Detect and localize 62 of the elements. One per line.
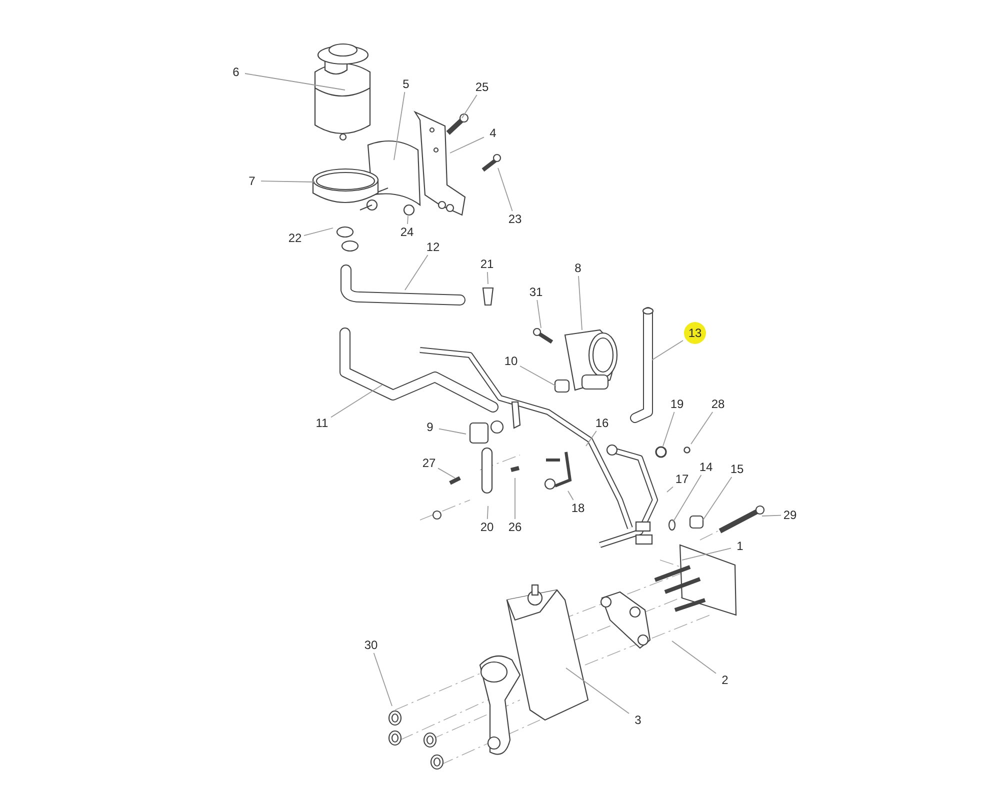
callout-number: 5 <box>400 76 412 92</box>
leader-line <box>568 490 574 500</box>
callout-number: 26 <box>506 519 524 535</box>
callout-number: 6 <box>230 64 242 80</box>
leader-line <box>652 340 684 360</box>
callout-number: 19 <box>668 396 686 412</box>
leader-line <box>404 254 428 290</box>
callout-number: 25 <box>473 79 491 95</box>
callout-number: 27 <box>420 455 438 471</box>
callout-number: 15 <box>728 461 746 477</box>
callout-number: 9 <box>424 419 436 435</box>
leader-line <box>690 412 714 444</box>
leader-line <box>672 474 702 522</box>
callout-number: 12 <box>424 239 442 255</box>
leader-line <box>520 366 556 386</box>
leader-line <box>438 468 456 478</box>
leader-line <box>514 478 516 520</box>
leader-line <box>536 300 542 328</box>
leader-line <box>450 136 484 154</box>
leader-line <box>407 216 408 224</box>
callout-number: 30 <box>362 637 380 653</box>
leader-line <box>682 548 732 560</box>
leader-line <box>394 92 406 160</box>
leader-line <box>666 486 674 492</box>
leader-line <box>260 180 316 182</box>
leader-line <box>244 73 346 90</box>
callout-number: 23 <box>506 211 524 227</box>
callout-number: 14 <box>697 459 715 475</box>
leader-line <box>498 168 513 212</box>
leader-line <box>672 640 716 674</box>
callout-number: 2 <box>720 672 730 688</box>
callout-number: 22 <box>286 230 304 246</box>
callout-number: 8 <box>572 260 584 276</box>
callout-number: 20 <box>478 519 496 535</box>
callout-number: 10 <box>502 353 520 369</box>
leader-line <box>578 276 582 330</box>
callout-number: 3 <box>632 712 644 728</box>
callout-number: 31 <box>527 284 545 300</box>
leader-line <box>586 430 597 446</box>
leader-line <box>330 384 382 418</box>
callout-number: 13 <box>684 322 706 344</box>
leader-line <box>566 668 630 714</box>
callout-number: 17 <box>673 471 691 487</box>
callout-number: 7 <box>246 173 258 189</box>
callout-number: 4 <box>488 125 498 141</box>
callout-number: 16 <box>593 415 611 431</box>
callout-number: 29 <box>781 507 799 523</box>
leader-line <box>486 506 488 520</box>
callout-number: 21 <box>478 256 496 272</box>
leader-line <box>702 476 732 520</box>
leader-line <box>486 272 488 284</box>
callout-number: 11 <box>314 415 330 431</box>
callout-number: 18 <box>569 500 587 516</box>
leader-line <box>462 94 478 118</box>
leader-line <box>304 228 334 236</box>
leader-line <box>438 428 466 434</box>
callout-number: 1 <box>734 538 746 554</box>
leader-line <box>373 652 392 706</box>
callout-number: 24 <box>398 224 416 240</box>
callout-number: 28 <box>709 396 727 412</box>
leader-line <box>662 412 675 446</box>
leader-line <box>762 514 782 516</box>
